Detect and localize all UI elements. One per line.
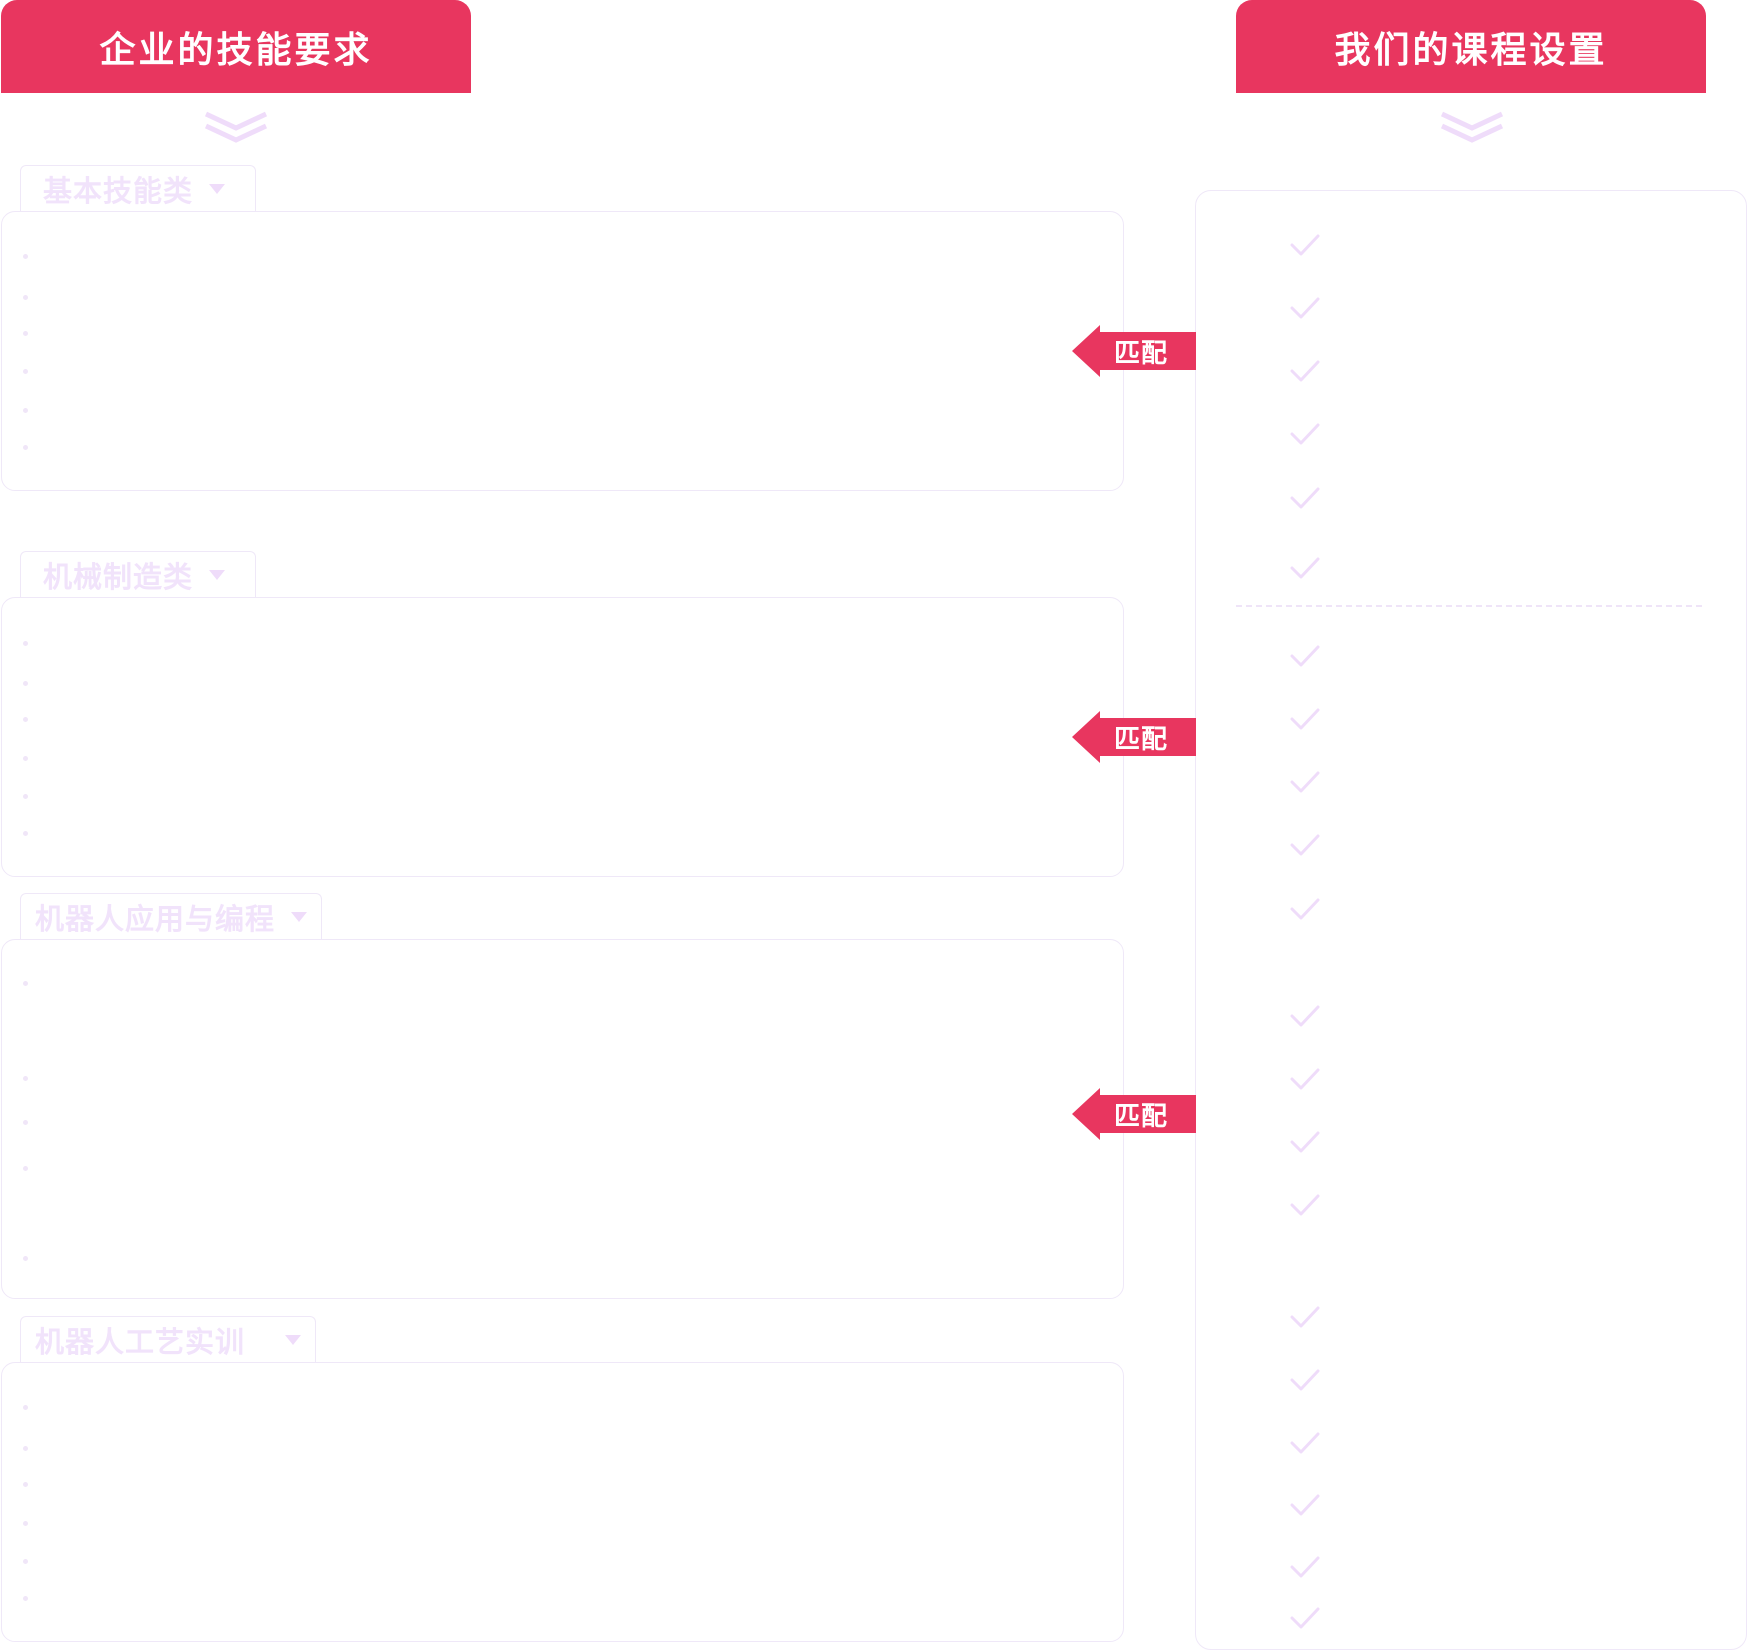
bullet-icon [23, 1256, 28, 1261]
check-icon [1290, 834, 1320, 856]
check-icon [1290, 1369, 1320, 1391]
category-tab-robot-craft-training[interactable]: 机器人工艺实训 [20, 1316, 316, 1362]
check-icon [1290, 360, 1320, 382]
category-tab-basic-skills[interactable]: 基本技能类 [20, 165, 256, 211]
check-icon [1290, 645, 1320, 667]
check-icon [1290, 487, 1320, 509]
category-card-mechanical-manufacturing [1, 597, 1124, 877]
category-tab-label: 机器人应用与编程 [35, 901, 276, 936]
chevron-down-icon [204, 111, 268, 143]
match-arrow-mechanical-manufacturing: 匹配 [1072, 711, 1196, 763]
bullet-icon [23, 1521, 28, 1526]
course-divider [1236, 605, 1702, 607]
chevron-down-icon [1440, 111, 1504, 143]
category-card-robot-craft-training [1, 1362, 1124, 1642]
bullet-icon [23, 1446, 28, 1451]
category-tab-mechanical-manufacturing[interactable]: 机械制造类 [20, 551, 256, 597]
check-icon [1290, 708, 1320, 730]
match-label: 匹配 [1114, 725, 1169, 755]
course-list-panel [1195, 190, 1747, 1650]
skill-requirements-title: 企业的技能要求 [99, 29, 373, 71]
check-icon [1290, 771, 1320, 793]
bullet-icon [23, 1559, 28, 1564]
check-icon [1290, 234, 1320, 256]
category-card-robot-programming [1, 939, 1124, 1299]
bullet-icon [23, 445, 28, 450]
check-icon [1290, 898, 1320, 920]
bullet-icon [23, 794, 28, 799]
arrow-left-icon [1072, 325, 1196, 377]
category-card-basic-skills [1, 211, 1124, 491]
bullet-icon [23, 717, 28, 722]
check-icon [1290, 1556, 1320, 1578]
match-label: 匹配 [1114, 339, 1169, 369]
bullet-icon [23, 331, 28, 336]
bullet-icon [23, 369, 28, 374]
caret-down-icon [209, 569, 226, 580]
bullet-icon [23, 1482, 28, 1487]
category-tab-label: 机器人工艺实训 [35, 1324, 246, 1359]
check-icon [1290, 297, 1320, 319]
bullet-icon [23, 408, 28, 413]
check-icon [1290, 423, 1320, 445]
bullet-icon [23, 1166, 28, 1171]
check-icon [1290, 1494, 1320, 1516]
caret-down-icon [291, 911, 308, 922]
check-icon [1290, 557, 1320, 579]
bullet-icon [23, 641, 28, 646]
bullet-icon [23, 831, 28, 836]
check-icon [1290, 1607, 1320, 1629]
category-tab-robot-programming[interactable]: 机器人应用与编程 [20, 893, 322, 939]
check-icon [1290, 1432, 1320, 1454]
bullet-icon [23, 1405, 28, 1410]
check-icon [1290, 1306, 1320, 1328]
check-icon [1290, 1194, 1320, 1216]
bullet-icon [23, 1596, 28, 1601]
check-icon [1290, 1005, 1320, 1027]
bullet-icon [23, 981, 28, 986]
bullet-icon [23, 1120, 28, 1125]
match-label: 匹配 [1114, 1102, 1169, 1132]
caret-down-icon [209, 183, 226, 194]
course-settings-title: 我们的课程设置 [1334, 29, 1608, 71]
check-icon [1290, 1068, 1320, 1090]
arrow-left-icon [1072, 1088, 1196, 1140]
arrow-left-icon [1072, 711, 1196, 763]
match-arrow-basic-skills: 匹配 [1072, 325, 1196, 377]
bullet-icon [23, 295, 28, 300]
check-icon [1290, 1131, 1320, 1153]
bullet-icon [23, 756, 28, 761]
bullet-icon [23, 1076, 28, 1081]
bullet-icon [23, 681, 28, 686]
course-settings-header: 我们的课程设置 [1236, 0, 1706, 93]
bullet-icon [23, 254, 28, 259]
match-arrow-robot-programming: 匹配 [1072, 1088, 1196, 1140]
category-tab-label: 机械制造类 [43, 559, 194, 594]
category-tab-label: 基本技能类 [43, 173, 194, 208]
caret-down-icon [285, 1334, 302, 1345]
skill-requirements-header: 企业的技能要求 [1, 0, 471, 93]
